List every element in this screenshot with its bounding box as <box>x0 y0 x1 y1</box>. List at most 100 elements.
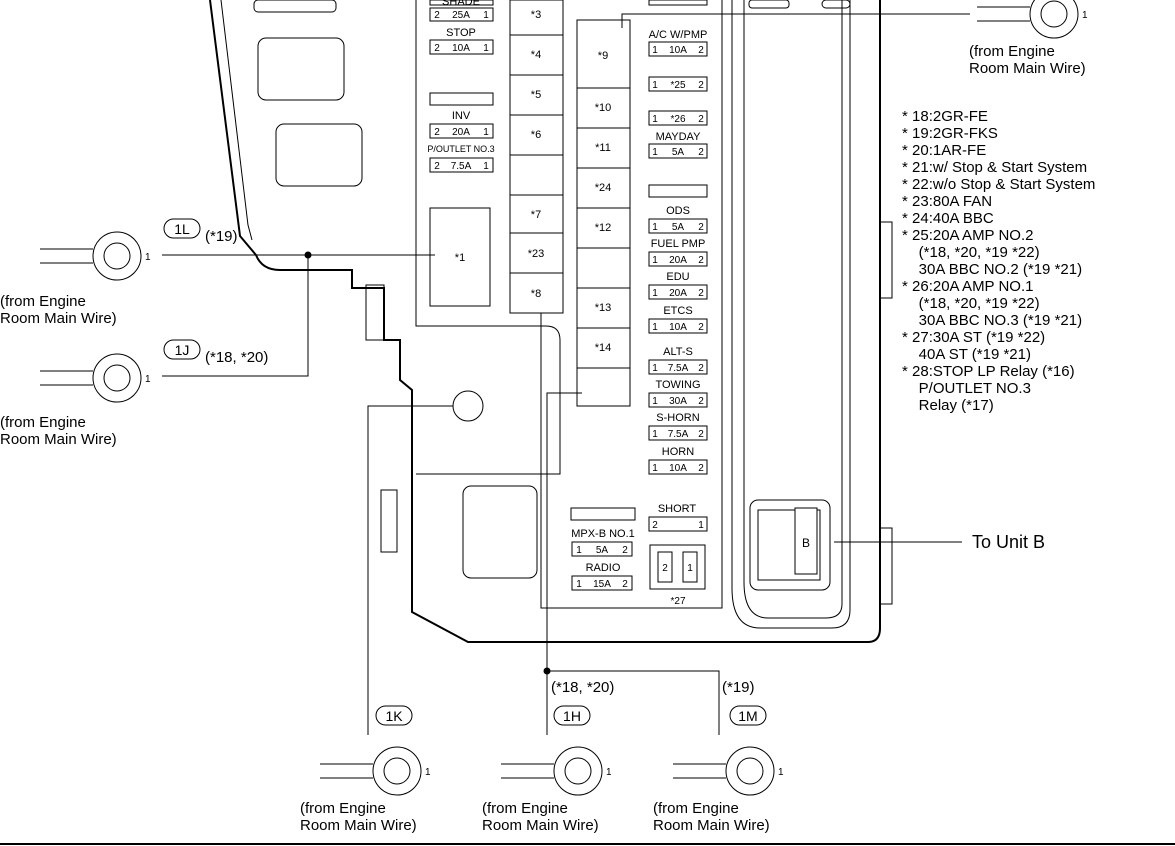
svg-text:1: 1 <box>483 127 489 138</box>
svg-text:2: 2 <box>434 161 440 172</box>
relay-r8 <box>509 272 564 314</box>
note-line: (*18, *20, *19 *22) <box>902 244 1040 261</box>
relay-label-r9: *9 <box>598 50 608 62</box>
connector-1M-code: 1M <box>738 708 757 724</box>
top-slot <box>821 0 851 9</box>
svg-text:2: 2 <box>698 147 704 158</box>
relay-r3 <box>509 0 564 36</box>
note-line: (*18, *20, *19 *22) <box>902 295 1040 312</box>
relay-column-a: *3 *4 *5 *6 *7 *23 *8 <box>509 0 564 314</box>
svg-text:1: 1 <box>652 322 658 333</box>
unit-b-callout: To Unit B <box>972 532 1045 552</box>
relay-r23 <box>509 232 564 274</box>
fuse-mpx-b: 1 5A 2 <box>571 541 633 557</box>
svg-text:2: 2 <box>698 429 704 440</box>
svg-text:1: 1 <box>652 80 658 91</box>
relay-label-r8: *8 <box>531 288 541 300</box>
svg-text:2: 2 <box>698 322 704 333</box>
svg-text:5A: 5A <box>596 545 609 556</box>
source-label: Room Main Wire) <box>300 817 417 834</box>
svg-text:2: 2 <box>698 288 704 299</box>
fuse-shade: 2 25A 1 <box>429 7 494 22</box>
svg-text:10A: 10A <box>669 463 687 474</box>
bolt-terminal <box>452 390 484 422</box>
fuse-stack-right: A/C W/PMP 1 10A 2 1 *25 2 1 *26 2 MAYDAY… <box>648 0 708 475</box>
fuse-mayday: 1 5A 2 <box>648 143 708 159</box>
svg-text:5A: 5A <box>672 147 685 158</box>
svg-text:2: 2 <box>698 463 704 474</box>
svg-text:2: 2 <box>622 579 628 590</box>
wire-top-right <box>621 13 970 28</box>
connector-1H-badge <box>553 705 591 726</box>
svg-text:1: 1 <box>576 545 582 556</box>
housing-tab-left <box>365 284 385 341</box>
fuse-p-outlet: 2 7.5A 1 <box>429 157 494 173</box>
svg-text:2: 2 <box>652 520 658 531</box>
ring-terminal-1M: 1 (from Engine Room Main Wire) <box>653 746 784 834</box>
wire-1J <box>162 255 309 377</box>
connector-1H-code: 1H <box>563 708 581 724</box>
connector-1H-cond: (*18, *20) <box>551 679 614 696</box>
svg-text:1: 1 <box>652 429 658 440</box>
svg-text:*26: *26 <box>670 114 685 125</box>
spare-fuse <box>570 507 636 521</box>
source-label: Room Main Wire) <box>0 310 117 327</box>
source-label: (from Engine <box>0 293 86 310</box>
housing-tab-right <box>879 221 893 299</box>
relay-empty <box>509 154 564 196</box>
svg-text:2: 2 <box>622 545 628 556</box>
relay-label-r5: *5 <box>531 89 541 101</box>
source-label: (from Engine <box>0 414 86 431</box>
splice-dot <box>543 667 551 675</box>
wire-1H <box>546 392 582 735</box>
fuse-f26: 1 *26 2 <box>648 110 708 126</box>
fuse-label-towing: TOWING <box>655 379 700 391</box>
fuse-label-radio: RADIO <box>586 562 621 574</box>
relay-label-r13: *13 <box>595 302 612 314</box>
unit-b: B To Unit B <box>749 499 1045 591</box>
fuse-label-ac-wpmp: A/C W/PMP <box>649 29 708 41</box>
svg-text:2: 2 <box>698 45 704 56</box>
fuse-label-alt-s: ALT-S <box>663 346 693 358</box>
fuse-label-edu: EDU <box>666 271 689 283</box>
svg-text:15A: 15A <box>593 579 611 590</box>
svg-text:20A: 20A <box>669 288 687 299</box>
connector-1L-cond: (*19) <box>205 228 238 245</box>
unit-b-socket <box>794 507 818 575</box>
fuse-s-horn: 1 7.5A 2 <box>648 425 708 441</box>
note-line: * 28:STOP LP Relay (*16) <box>902 363 1075 380</box>
note-line: * 27:30A ST (*19 *22) <box>902 329 1045 346</box>
ring-terminal-1H: 1 (from Engine Room Main Wire) <box>482 746 612 834</box>
relay-empty <box>576 367 631 407</box>
fuse-etcs: 1 10A 2 <box>648 318 708 334</box>
connector-1J-cond: (*18, *20) <box>205 349 268 366</box>
terminal-pin: 1 <box>425 767 431 778</box>
svg-text:10A: 10A <box>669 322 687 333</box>
connector-1M-cond: (*19) <box>722 679 755 696</box>
source-label: Room Main Wire) <box>969 60 1086 77</box>
terminal-pin: 1 <box>778 767 784 778</box>
housing-inner-left <box>220 0 253 241</box>
splice-dot <box>304 251 312 259</box>
svg-text:2: 2 <box>698 80 704 91</box>
connector-1K-code: 1K <box>385 708 403 724</box>
right-panel-inner <box>743 0 843 619</box>
right-panel-outline <box>731 0 851 629</box>
svg-text:2: 2 <box>698 363 704 374</box>
fuse-f25: 1 *25 2 <box>648 76 708 92</box>
svg-text:1: 1 <box>652 45 658 56</box>
connector-1L-badge <box>163 218 201 239</box>
ring-terminal-1L: 1 (from Engine Room Main Wire) <box>0 231 151 327</box>
housing-tab-right-lower <box>879 527 893 605</box>
source-label: (from Engine <box>653 800 739 817</box>
relay-column-b: *9 *10 *11 *24 *12 *13 *14 <box>576 19 631 407</box>
note-line: * 25:20A AMP NO.2 <box>902 227 1033 244</box>
source-label: Room Main Wire) <box>0 431 117 448</box>
spare-fuse <box>648 184 708 198</box>
fuse-fuel-pmp: 1 20A 2 <box>648 251 708 267</box>
svg-text:2: 2 <box>662 563 668 574</box>
relay-label-r11: *11 <box>595 142 611 154</box>
relay-label-r14: *14 <box>595 342 612 354</box>
svg-text:2: 2 <box>698 396 704 407</box>
connector-1J-code: 1J <box>175 342 190 358</box>
